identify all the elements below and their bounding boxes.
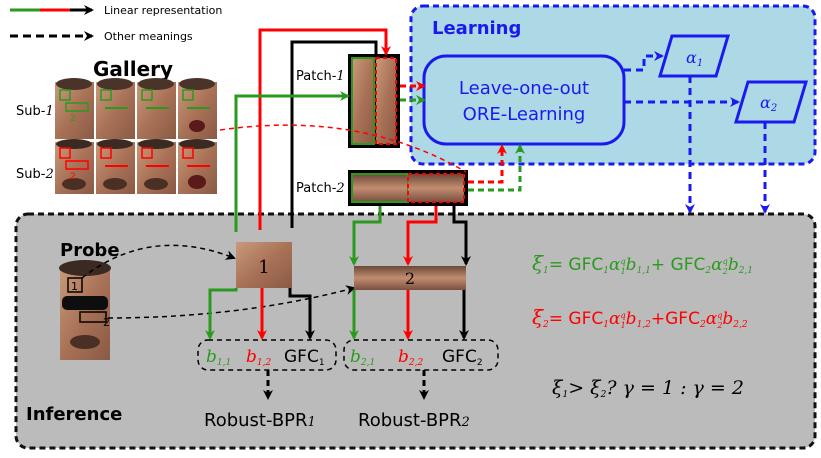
patch2-to-ore-red <box>468 144 507 184</box>
alpha2-shape <box>733 80 809 124</box>
gallery-row2: 2 <box>55 139 217 194</box>
robust-bpr1: Robust-BPR1 <box>204 410 316 431</box>
b11-label: b1,1 <box>206 347 231 368</box>
probe-patch2-num: 2 <box>405 269 415 288</box>
gallery-face <box>137 82 176 139</box>
arrow-ore-to-alpha1 <box>624 51 664 72</box>
probe-box1-num: 1 <box>71 280 78 293</box>
gfc2-label: GFC2 <box>442 347 483 368</box>
ore-learning-box <box>422 54 626 146</box>
probe-title: Probe <box>60 240 120 261</box>
probe-to-patch2-curve <box>107 285 356 319</box>
inference-region <box>14 212 817 450</box>
sub1-label: Sub-1 <box>16 104 54 119</box>
ore-box-line1: Leave-one-out <box>459 78 589 99</box>
probe-box2-num: 2 <box>103 316 110 329</box>
red-line-patch1 <box>258 28 391 230</box>
coef-group2 <box>343 339 499 371</box>
legend: Linear representation Other meanings <box>10 4 222 43</box>
sub2-label: Sub-2 <box>16 167 54 182</box>
alpha1-label: α1 <box>686 48 703 69</box>
probe-patch2 <box>354 266 466 290</box>
alpha2-label: α2 <box>760 93 777 114</box>
b21-label: b2,1 <box>350 347 375 368</box>
probe-patch1-num: 1 <box>258 257 269 278</box>
patch1-label: Patch-1 <box>296 69 345 84</box>
gallery-face <box>96 82 135 139</box>
probe-patch1 <box>236 242 292 288</box>
gfc1-label: GFC1 <box>284 347 325 368</box>
black-line-patch1 <box>290 40 378 228</box>
probe-box2 <box>79 311 107 323</box>
svg-text:2: 2 <box>70 172 76 182</box>
gallery-row1: 2 <box>55 78 217 139</box>
inference-title: Inference <box>26 404 122 425</box>
green-arrow-b11 <box>205 288 238 340</box>
probe-to-patch1-curve <box>81 244 236 279</box>
probe-box1 <box>67 277 83 293</box>
green-line-patch2 <box>349 206 382 266</box>
probe-sunglasses <box>62 296 108 310</box>
b12-label: b1,2 <box>246 347 271 368</box>
patch2-label: Patch-2 <box>296 181 345 196</box>
legend-solid-label: Linear representation <box>104 4 222 17</box>
ore-box-line2: ORE-Learning <box>463 104 586 125</box>
legend-dashed-label: Other meanings <box>104 30 193 43</box>
gallery-title: Gallery <box>93 57 173 81</box>
b22-label: b2,2 <box>398 347 423 368</box>
learning-title: Learning <box>432 18 521 39</box>
black-line-patch2 <box>452 206 471 266</box>
patch2-to-ore-green <box>468 144 525 192</box>
robust-bpr2: Robust-BPR2 <box>358 410 470 431</box>
alpha1-shape <box>657 34 731 78</box>
green-line-patch1 <box>234 91 350 232</box>
svg-text:2: 2 <box>70 114 76 124</box>
black-arrow-gfc1 <box>288 288 315 340</box>
red-line-patch2 <box>403 206 438 266</box>
decision-rule: ξ1> ξ2? γ = 1 : γ = 2 <box>552 377 744 400</box>
